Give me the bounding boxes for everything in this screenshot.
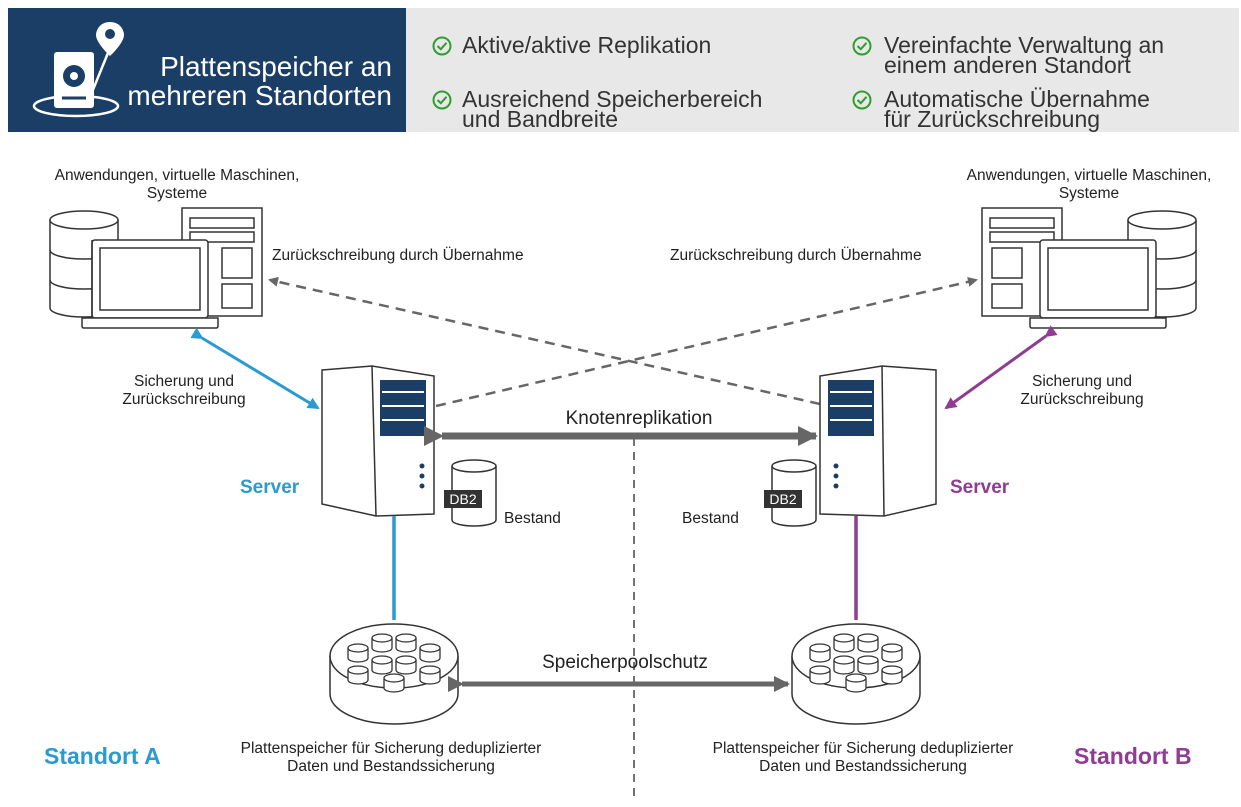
feature-storage-bandwidth: Ausreichend Speicherbereich und Bandbrei… [462,86,763,132]
backup-label-right: Sicherung und Zurückschreibung [994,373,1170,409]
header-title-line1: Plattenspeicher an [160,51,392,82]
server-label-a: Server [240,477,300,498]
pool-disk-top [395,655,417,665]
db2-badge-left [444,490,482,508]
apps-icon-right [981,207,1197,329]
pool-disk-top [833,633,855,643]
header-banner: Plattenspeicher an mehreren Standorten [8,8,406,132]
pool-disk-top [371,655,393,665]
pool-protection-label: Speicherpoolschutz [542,652,708,673]
feature-line: Vereinfachte Verwaltung an [884,32,1165,58]
storage-label-line2: Daten und Bestandssicherung [759,758,967,775]
inventory-label-left: Bestand [504,510,561,527]
db2-badge-right [764,490,802,508]
feature-simplified-management: Vereinfachte Verwaltung an einem anderen… [884,32,1165,78]
server-icon-left [321,365,435,517]
server-label-b: Server [950,477,1010,498]
storage-label-line2: Daten und Bestandssicherung [287,758,495,775]
check-circle-icon [432,36,452,56]
pool-disk-top [395,633,417,643]
apps-label-line2: Systeme [1058,185,1120,202]
feature-line: für Zurückschreibung [884,106,1101,132]
header-title-line2: mehreren Standorten [127,80,392,111]
db2-label-right: DB2 [769,491,797,507]
feature-line: Ausreichend Speicherbereich [462,86,763,112]
pool-disk-top [809,665,831,675]
storage-label-left: Plattenspeicher für Sicherung deduplizie… [188,740,594,776]
storage-label-line1: Plattenspeicher für Sicherung deduplizie… [240,740,542,757]
failover-arrow-b-to-a [268,276,821,406]
pool-disk-top [419,665,441,675]
pool-disk-top [809,643,831,653]
apps-label-line1: Anwendungen, virtuelle Maschinen, [966,167,1212,184]
inventory-label-right: Bestand [682,510,739,527]
failover-label-right: Zurückschreibung durch Übernahme [670,247,922,264]
pool-disk-top [833,655,855,665]
pool-disk-top [347,665,369,675]
site-a-label: Standort A [44,743,161,769]
db2-label-left: DB2 [449,491,477,507]
pool-disk-top [371,633,393,643]
pool-disk-top [845,673,867,683]
site-b-label: Standort B [1074,743,1192,769]
feature-line: einem anderen Standort [884,52,1131,78]
apps-label-left: Anwendungen, virtuelle Maschinen, System… [10,167,344,203]
feature-line: und Bandbreite [462,106,619,132]
header-title: Plattenspeicher an mehreren Standorten [120,52,392,110]
storage-label-line1: Plattenspeicher für Sicherung deduplizie… [712,740,1014,757]
feature-active-replication: Aktive/aktive Replikation [462,32,712,58]
disk-location-icon [32,22,124,118]
storage-label-right: Plattenspeicher für Sicherung deduplizie… [660,740,1066,776]
backup-label-line1: Sicherung und [1032,373,1132,390]
node-replication-label: Knotenreplikation [565,408,713,429]
check-circle-icon [852,90,872,110]
pool-disk-top [857,655,879,665]
apps-icon-left [49,207,263,329]
failover-arrow-a-to-b [435,276,978,408]
check-circle-icon [852,36,872,56]
server-icon-right [819,365,937,517]
pool-disk-top [881,665,903,675]
backup-label-left: Sicherung und Zurückschreibung [96,373,272,409]
feature-line: Aktive/aktive Replikation [462,32,712,58]
apps-label-line1: Anwendungen, virtuelle Maschinen, [54,167,300,184]
backup-label-line2: Zurückschreibung [1020,391,1144,408]
feature-automatic-failover: Automatische Übernahme für Zurückschreib… [884,86,1150,132]
pool-disk-top [383,673,405,683]
failover-label-left: Zurückschreibung durch Übernahme [272,247,524,264]
pool-disk-top [881,643,903,653]
apps-label-right: Anwendungen, virtuelle Maschinen, System… [922,167,1241,203]
features-panel [406,8,1239,132]
pool-disk-top [419,643,441,653]
backup-label-line1: Sicherung und [134,373,234,390]
pool-disk-top [347,643,369,653]
check-circle-icon [432,90,452,110]
pool-disk-top [857,633,879,643]
backup-arrow-site-b [944,325,1058,410]
feature-line: Automatische Übernahme [884,86,1150,112]
backup-label-line2: Zurückschreibung [122,391,246,408]
backup-arrow-site-a [190,327,320,410]
apps-label-line2: Systeme [146,185,208,202]
